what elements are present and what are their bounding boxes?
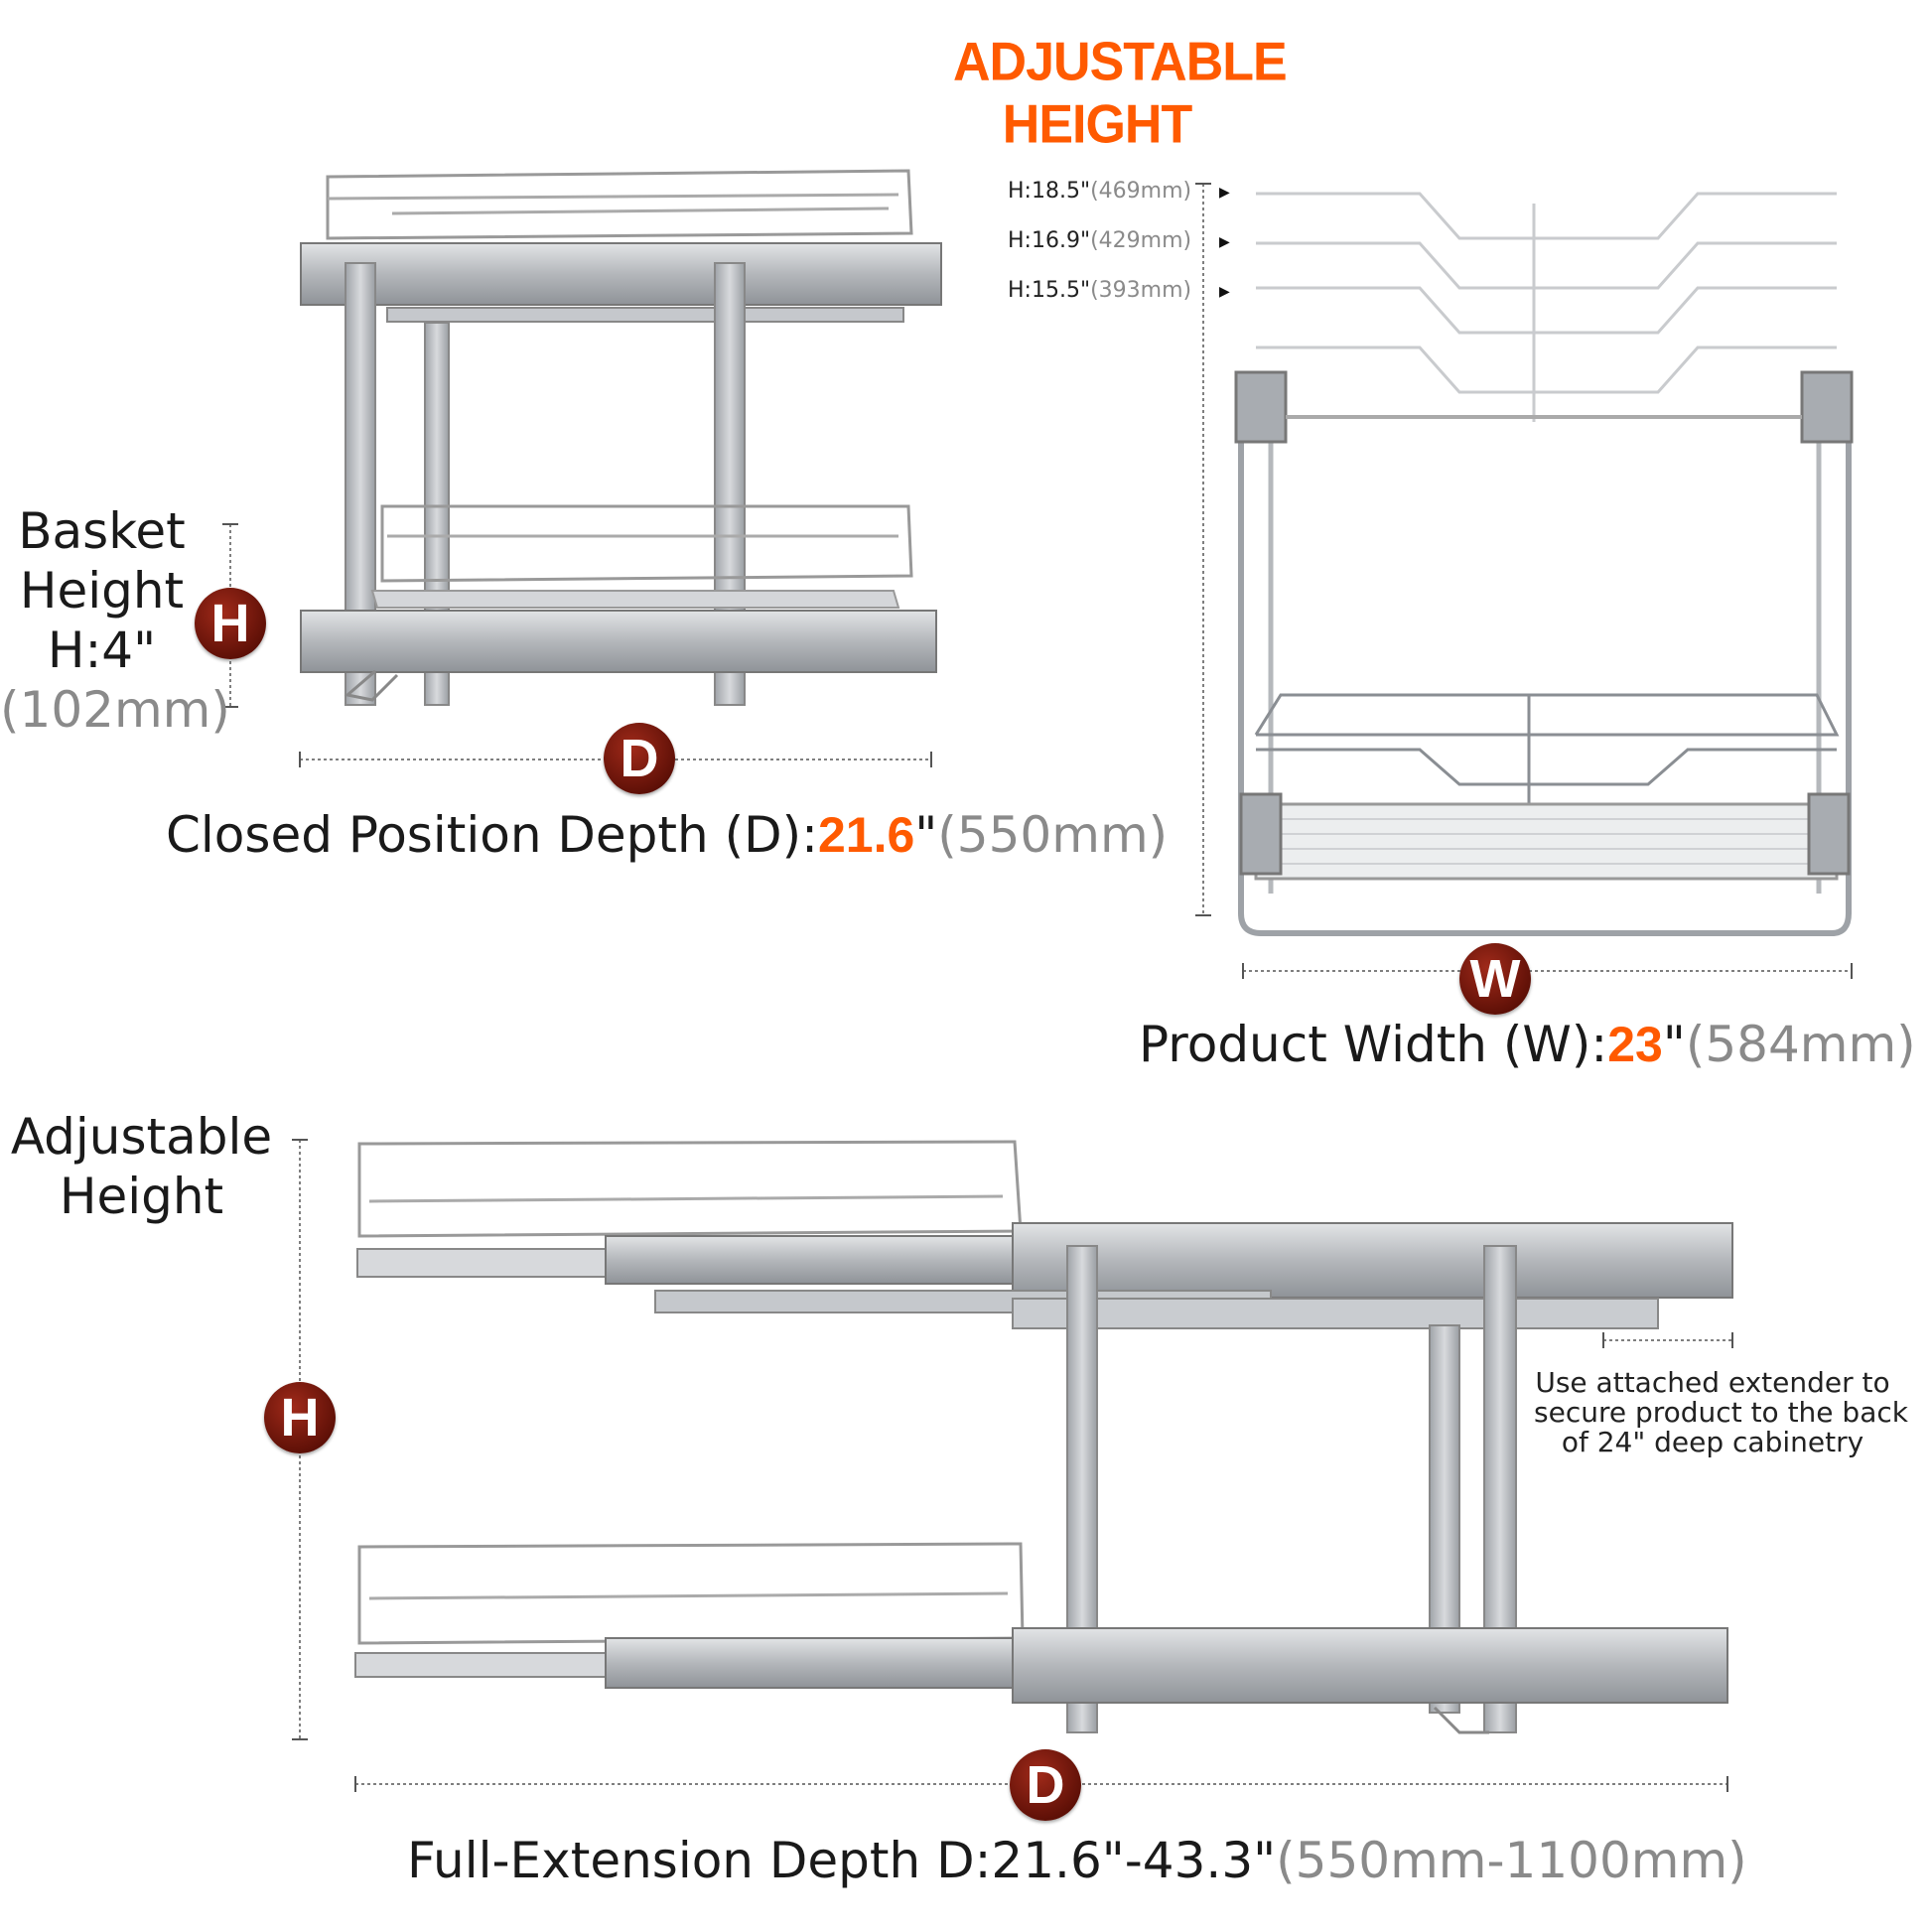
- dimension-lines: [229, 184, 1852, 1785]
- product-width-label: Product Width (W):23"(584mm): [1139, 1016, 1916, 1073]
- height-option-1: H:18.5"(469mm): [1008, 179, 1192, 204]
- width-badge: W: [1459, 943, 1531, 1015]
- front-view-rack-drawing: [1234, 192, 1854, 936]
- depth-badge: D: [1010, 1749, 1081, 1821]
- title-line-2: HEIGHT: [1002, 94, 1192, 155]
- height-option-2: H:16.9"(429mm): [1008, 228, 1192, 253]
- title-line-1: ADJUSTABLE: [953, 32, 1288, 92]
- depth-badge: D: [604, 723, 675, 794]
- height-badge: H: [195, 588, 266, 659]
- extended-rack-drawing: [354, 1140, 1733, 1734]
- closed-rack-drawing: [300, 169, 942, 706]
- arrow-right-icon: ▶: [1219, 185, 1230, 201]
- height-option-3: H:15.5"(393mm): [1008, 278, 1192, 303]
- arrow-right-icon: ▶: [1219, 284, 1230, 300]
- adjustable-height-title: ADJUSTABLE HEIGHT: [953, 31, 1288, 156]
- full-extension-label: Full-Extension Depth D:21.6"-43.3"(550mm…: [407, 1832, 1747, 1889]
- closed-depth-label: Closed Position Depth (D):21.6"(550mm): [166, 806, 1169, 864]
- adjustable-height-label: Adjustable Height: [10, 1108, 273, 1225]
- height-badge: H: [264, 1382, 336, 1453]
- extender-note: Use attached extender to secure product …: [1534, 1366, 1908, 1458]
- basket-height-label: Basket Height H:4" (102mm): [0, 502, 230, 739]
- arrow-right-icon: ▶: [1219, 234, 1230, 250]
